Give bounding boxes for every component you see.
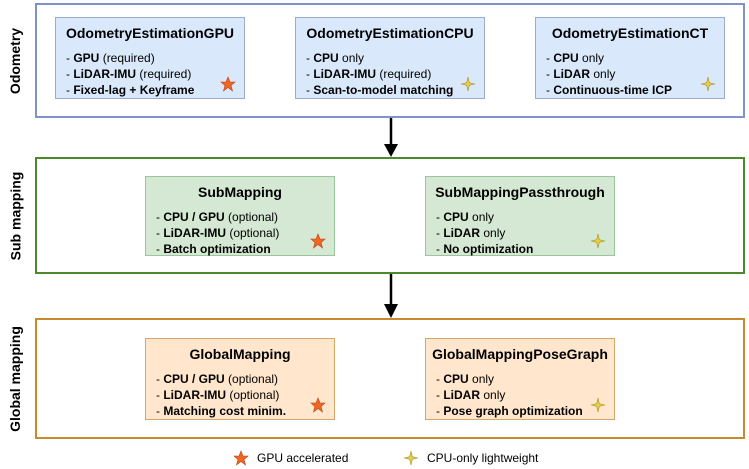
box-item: - CPU only bbox=[306, 51, 365, 65]
box-item: - No optimization bbox=[436, 242, 534, 256]
submapping-section bbox=[35, 157, 745, 274]
box-item: - CPU / GPU (optional) bbox=[156, 372, 279, 386]
legend-gpu-label: GPU accelerated bbox=[257, 451, 349, 465]
star-icon bbox=[220, 76, 236, 92]
sparkle-icon bbox=[700, 76, 716, 92]
box-item: - LiDAR-IMU (optional) bbox=[156, 226, 280, 240]
box-item: - LiDAR-IMU (required) bbox=[306, 67, 432, 81]
sparkle-icon bbox=[590, 233, 606, 249]
box-item: - LiDAR only bbox=[436, 226, 506, 240]
box-title: SubMappingPassthrough bbox=[435, 184, 605, 200]
box-title: OdometryEstimationCT bbox=[551, 25, 709, 41]
box-item: - Scan-to-model matching bbox=[306, 83, 454, 97]
box-item: - Batch optimization bbox=[156, 242, 271, 256]
odometry-gpu-box: OdometryEstimationGPU - GPU (required) -… bbox=[55, 17, 245, 99]
box-item: - Continuous-time ICP bbox=[546, 83, 673, 97]
flow-arrow bbox=[384, 118, 398, 157]
box-item: - CPU / GPU (optional) bbox=[156, 210, 279, 224]
odometry-ct-box: OdometryEstimationCT - CPU only - LiDAR … bbox=[535, 17, 725, 99]
box-title: OdometryEstimationGPU bbox=[65, 25, 235, 41]
legend-cpu-label: CPU-only lightweight bbox=[427, 451, 539, 465]
box-item: - Pose graph optimization bbox=[436, 404, 583, 418]
sparkle-icon bbox=[590, 397, 606, 413]
odometry-section bbox=[35, 3, 745, 118]
box-item: - LiDAR only bbox=[436, 388, 506, 402]
box-item: - LiDAR-IMU (optional) bbox=[156, 388, 280, 402]
box-item: - Fixed-lag + Keyframe bbox=[66, 83, 195, 97]
box-title: OdometryEstimationCPU bbox=[306, 25, 474, 41]
section-label-odometry: Odometry bbox=[7, 27, 23, 94]
star-icon bbox=[310, 397, 326, 413]
sparkle-icon bbox=[460, 76, 476, 92]
box-title: GlobalMappingPoseGraph bbox=[432, 346, 608, 362]
flow-arrow bbox=[384, 274, 398, 318]
star-icon bbox=[310, 233, 326, 249]
box-item: - CPU only bbox=[436, 210, 495, 224]
star-icon bbox=[233, 450, 249, 466]
box-item: - CPU only bbox=[436, 372, 495, 386]
box-item: - LiDAR-IMU (required) bbox=[66, 67, 192, 81]
odometry-cpu-box: OdometryEstimationCPU - CPU only - LiDAR… bbox=[295, 17, 485, 99]
section-label-submapping: Sub mapping bbox=[7, 171, 24, 260]
box-item: - GPU (required) bbox=[66, 51, 155, 65]
box-item: - LiDAR only bbox=[546, 67, 616, 81]
sparkle-icon bbox=[403, 450, 419, 466]
globalmapping-box: GlobalMapping - CPU / GPU (optional) - L… bbox=[145, 338, 335, 420]
globalmapping-posegraph-box: GlobalMappingPoseGraph - CPU only - LiDA… bbox=[425, 338, 615, 420]
box-title: SubMapping bbox=[198, 184, 282, 200]
submapping-box: SubMapping - CPU / GPU (optional) - LiDA… bbox=[145, 176, 335, 256]
legend-cpu: CPU-only lightweight bbox=[403, 450, 538, 466]
box-item: - CPU only bbox=[546, 51, 605, 65]
box-item: - Matching cost minim. bbox=[156, 404, 287, 418]
globalmapping-section bbox=[35, 318, 745, 439]
section-label-globalmapping: Global mapping bbox=[7, 325, 23, 432]
box-title: GlobalMapping bbox=[189, 346, 291, 362]
legend-gpu: GPU accelerated bbox=[233, 450, 348, 466]
submapping-passthrough-box: SubMappingPassthrough - CPU only - LiDAR… bbox=[425, 176, 615, 256]
